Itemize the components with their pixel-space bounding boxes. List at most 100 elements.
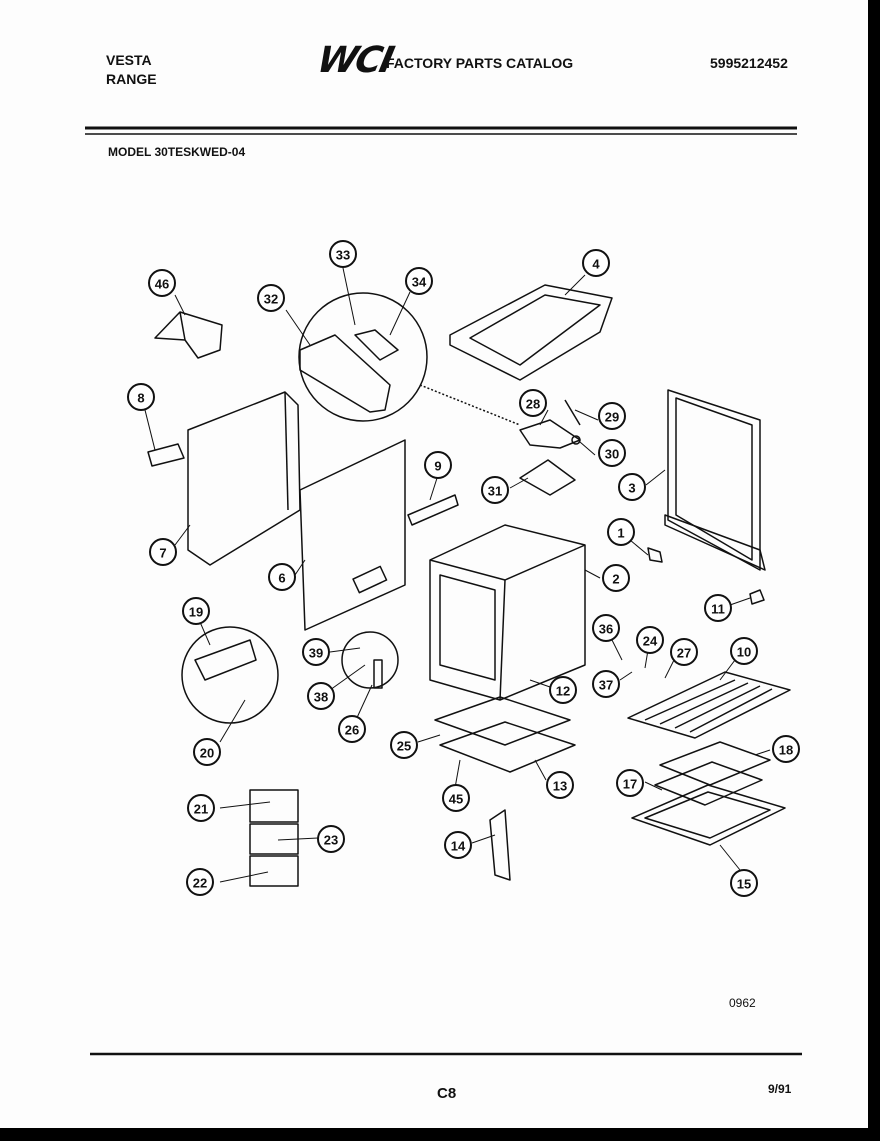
callout-circle-38: [307, 682, 335, 710]
leader-detail: [419, 384, 521, 426]
callout-circle-9: [424, 451, 452, 479]
callout-circle-14: [444, 831, 472, 859]
callout-circle-23: [317, 825, 345, 853]
part-broil-pan-15: [631, 784, 786, 846]
callout-label-39: 39: [309, 646, 323, 661]
callout-circle-3: [618, 473, 646, 501]
callout-label-34: 34: [412, 275, 427, 290]
part-clip-21: [249, 789, 299, 823]
callout-label-15: 15: [737, 877, 751, 892]
callout-circle-11: [704, 594, 732, 622]
callout-label-28: 28: [526, 397, 540, 412]
callout-circle-39: [302, 638, 330, 666]
callout-label-25: 25: [397, 739, 411, 754]
callout-circle-22: [186, 868, 214, 896]
callout-label-11: 11: [711, 602, 725, 617]
callout-circle-10: [730, 637, 758, 665]
callout-circle-46: [148, 269, 176, 297]
callout-circle-31: [481, 476, 509, 504]
part-element-14: [489, 809, 511, 881]
wci-logo: WCI: [313, 40, 396, 81]
callout-label-20: 20: [200, 746, 214, 761]
callout-label-37: 37: [599, 678, 613, 693]
callout-circle-25: [390, 731, 418, 759]
drawing-code: 0962: [729, 996, 756, 1010]
part-reflector-17: [654, 761, 763, 806]
callout-circle-24: [636, 626, 664, 654]
callout-circle-36: [592, 614, 620, 642]
part-knob-11: [749, 589, 765, 605]
part-cover-18: [659, 741, 771, 786]
callout-label-4: 4: [592, 257, 600, 272]
part-drawer-25: [434, 696, 571, 746]
callout-circle-21: [187, 794, 215, 822]
callout-label-17: 17: [623, 777, 637, 792]
callout-circle-32: [257, 284, 285, 312]
callout-label-46: 46: [155, 277, 169, 292]
part-top-panel-4: [449, 284, 613, 381]
callout-label-27: 27: [677, 646, 691, 661]
callout-label-31: 31: [488, 484, 502, 499]
part-oven-body-2: [429, 524, 586, 701]
callout-label-14: 14: [451, 839, 466, 854]
callout-circle-37: [592, 670, 620, 698]
callout-label-32: 32: [264, 292, 278, 307]
callout-label-22: 22: [193, 876, 207, 891]
callout-circle-18: [772, 735, 800, 763]
part-terminal-block-19: [194, 639, 257, 681]
part-knob-1: [647, 547, 663, 563]
callout-circle-45: [442, 784, 470, 812]
callout-label-19: 19: [189, 605, 203, 620]
callout-label-29: 29: [605, 410, 619, 425]
brand-line-2: RANGE: [106, 71, 157, 87]
part-burner-bracket-32: [299, 329, 399, 413]
callout-circle-12: [549, 676, 577, 704]
date-code: 9/91: [768, 1082, 792, 1096]
leader-lines: [144, 267, 771, 883]
catalog-number: 5995212452: [710, 55, 788, 71]
callout-circle-20: [193, 738, 221, 766]
callout-circle-1: [607, 518, 635, 546]
part-strip-9: [407, 494, 459, 526]
part-bracket-31: [519, 459, 576, 496]
callout-label-10: 10: [737, 645, 751, 660]
callout-label-3: 3: [628, 481, 635, 496]
callout-label-45: 45: [449, 792, 463, 807]
callout-circle-2: [602, 564, 630, 592]
callout-label-23: 23: [324, 833, 338, 848]
callout-circle-8: [127, 383, 155, 411]
callout-circle-6: [268, 563, 296, 591]
callout-circle-30: [598, 439, 626, 467]
callout-label-12: 12: [556, 684, 570, 699]
callout-label-1: 1: [617, 526, 624, 541]
part-door-3: [664, 389, 766, 571]
callout-label-33: 33: [336, 248, 350, 263]
part-clip-22: [249, 855, 299, 887]
callout-circle-19: [182, 597, 210, 625]
callout-label-21: 21: [194, 802, 208, 817]
part-plate-8: [147, 443, 185, 467]
part-rear-panel-6: [299, 439, 406, 631]
callout-label-30: 30: [605, 447, 619, 462]
callout-label-8: 8: [137, 391, 144, 406]
page-code: C8: [437, 1085, 457, 1102]
callout-circle-28: [519, 389, 547, 417]
part-bracket-46: [154, 311, 223, 359]
detail-circle-small: [341, 631, 399, 689]
catalog-title: FACTORY PARTS CATALOG: [386, 55, 574, 71]
part-valve-assembly: [519, 399, 581, 449]
part-bracket-26: [373, 659, 383, 689]
part-oven-rack-10: [627, 671, 791, 739]
detail-circle-top: [298, 292, 428, 422]
callout-label-38: 38: [314, 690, 328, 705]
callout-circle-7: [149, 538, 177, 566]
callout-label-18: 18: [779, 743, 793, 758]
callout-circle-27: [670, 638, 698, 666]
callout-label-7: 7: [159, 546, 166, 561]
callout-circle-13: [546, 771, 574, 799]
model-label: MODEL 30TESKWED-04: [108, 145, 246, 159]
callout-label-24: 24: [643, 634, 658, 649]
callout-circle-34: [405, 267, 433, 295]
